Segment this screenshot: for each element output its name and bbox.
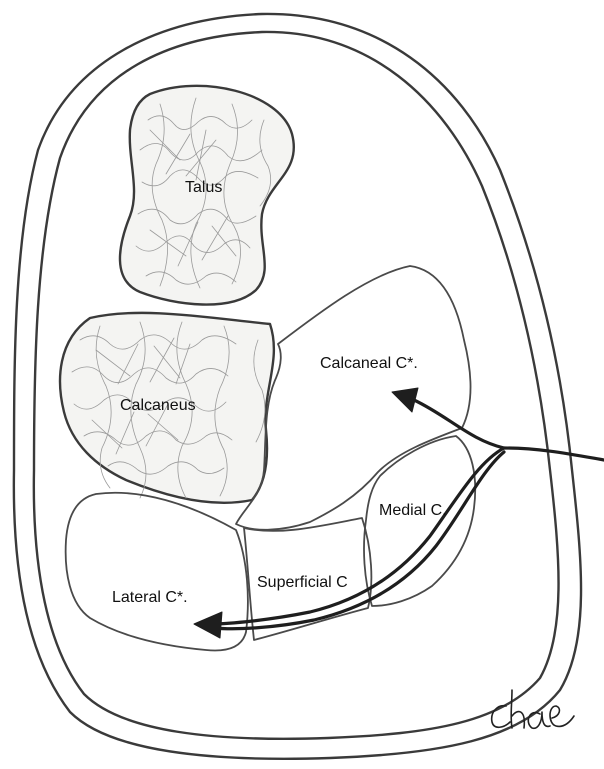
calcaneal-arrowhead: [392, 388, 418, 412]
medial-compartment-label: Medial C.: [379, 502, 447, 519]
lateral-arrowhead: [194, 612, 222, 638]
calcaneus-label: Calcaneus: [120, 397, 196, 414]
signature: [492, 690, 574, 728]
lateral-compartment-label: Lateral C*.: [112, 589, 188, 606]
calcaneal-compartment: [236, 266, 471, 530]
calcaneal-compartment-label: Calcaneal C*.: [320, 355, 418, 372]
incision-entry-line: [504, 448, 604, 460]
talus-label: Talus: [185, 179, 222, 196]
superficial-compartment-label: Superficial C: [257, 574, 348, 591]
